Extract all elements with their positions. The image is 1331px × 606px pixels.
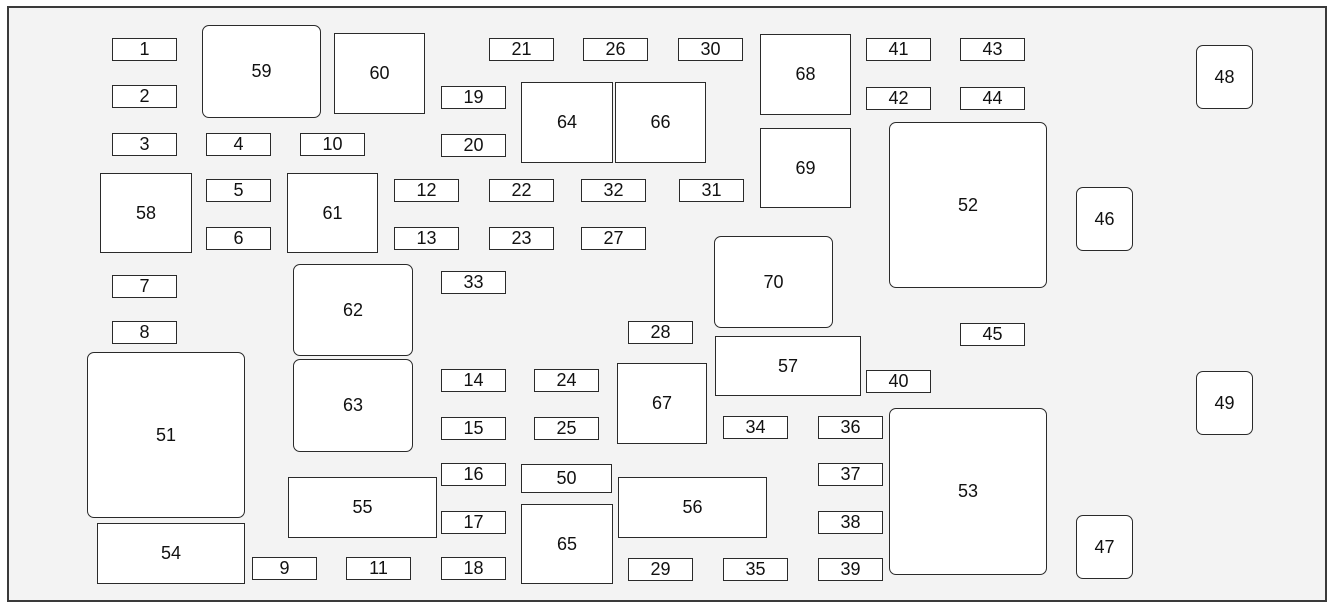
fuse-4: 4 [206, 133, 271, 156]
fuse-38: 38 [818, 511, 883, 534]
fuse-46: 46 [1076, 187, 1133, 251]
relay-62: 62 [293, 264, 413, 356]
relay-54: 54 [97, 523, 245, 584]
fuse-37: 37 [818, 463, 883, 486]
fuse-36: 36 [818, 416, 883, 439]
fuse-29: 29 [628, 558, 693, 581]
relay-70: 70 [714, 236, 833, 328]
fuse-44: 44 [960, 87, 1025, 110]
relay-56: 56 [618, 477, 767, 538]
fuse-35: 35 [723, 558, 788, 581]
fuse-27: 27 [581, 227, 646, 250]
fuse-32: 32 [581, 179, 646, 202]
relay-53: 53 [889, 408, 1047, 575]
fuse-8: 8 [112, 321, 177, 344]
fuse-18: 18 [441, 557, 506, 580]
fuse-47: 47 [1076, 515, 1133, 579]
relay-59: 59 [202, 25, 321, 118]
relay-68: 68 [760, 34, 851, 115]
fuse-9: 9 [252, 557, 317, 580]
fuse-13: 13 [394, 227, 459, 250]
fuse-28: 28 [628, 321, 693, 344]
relay-63: 63 [293, 359, 413, 452]
relay-66: 66 [615, 82, 706, 163]
fuse-16: 16 [441, 463, 506, 486]
fuse-33: 33 [441, 271, 506, 294]
fuse-7: 7 [112, 275, 177, 298]
fuse-15: 15 [441, 417, 506, 440]
fuse-14: 14 [441, 369, 506, 392]
fuse-48: 48 [1196, 45, 1253, 109]
relay-69: 69 [760, 128, 851, 208]
fuse-10: 10 [300, 133, 365, 156]
relay-65: 65 [521, 504, 613, 584]
fuse-23: 23 [489, 227, 554, 250]
relay-51: 51 [87, 352, 245, 518]
fuse-25: 25 [534, 417, 599, 440]
relay-64: 64 [521, 82, 613, 163]
fuse-5: 5 [206, 179, 271, 202]
fuse-50: 50 [521, 464, 612, 493]
fuse-11: 11 [346, 557, 411, 580]
fuse-block-diagram: 1 2 3 4 5 6 7 8 9 10 11 12 13 14 15 16 1… [7, 6, 1327, 602]
fuse-45: 45 [960, 323, 1025, 346]
relay-58: 58 [100, 173, 192, 253]
fuse-12: 12 [394, 179, 459, 202]
fuse-43: 43 [960, 38, 1025, 61]
fuse-17: 17 [441, 511, 506, 534]
fuse-22: 22 [489, 179, 554, 202]
relay-60: 60 [334, 33, 425, 114]
fuse-19: 19 [441, 86, 506, 109]
fuse-26: 26 [583, 38, 648, 61]
fuse-6: 6 [206, 227, 271, 250]
fuse-34: 34 [723, 416, 788, 439]
fuse-21: 21 [489, 38, 554, 61]
fuse-40: 40 [866, 370, 931, 393]
relay-52: 52 [889, 122, 1047, 288]
relay-61: 61 [287, 173, 378, 253]
fuse-31: 31 [679, 179, 744, 202]
fuse-1: 1 [112, 38, 177, 61]
fuse-3: 3 [112, 133, 177, 156]
relay-57: 57 [715, 336, 861, 396]
fuse-41: 41 [866, 38, 931, 61]
fuse-30: 30 [678, 38, 743, 61]
fuse-49: 49 [1196, 371, 1253, 435]
fuse-39: 39 [818, 558, 883, 581]
fuse-24: 24 [534, 369, 599, 392]
fuse-42: 42 [866, 87, 931, 110]
relay-67: 67 [617, 363, 707, 444]
relay-55: 55 [288, 477, 437, 538]
fuse-20: 20 [441, 134, 506, 157]
fuse-2: 2 [112, 85, 177, 108]
